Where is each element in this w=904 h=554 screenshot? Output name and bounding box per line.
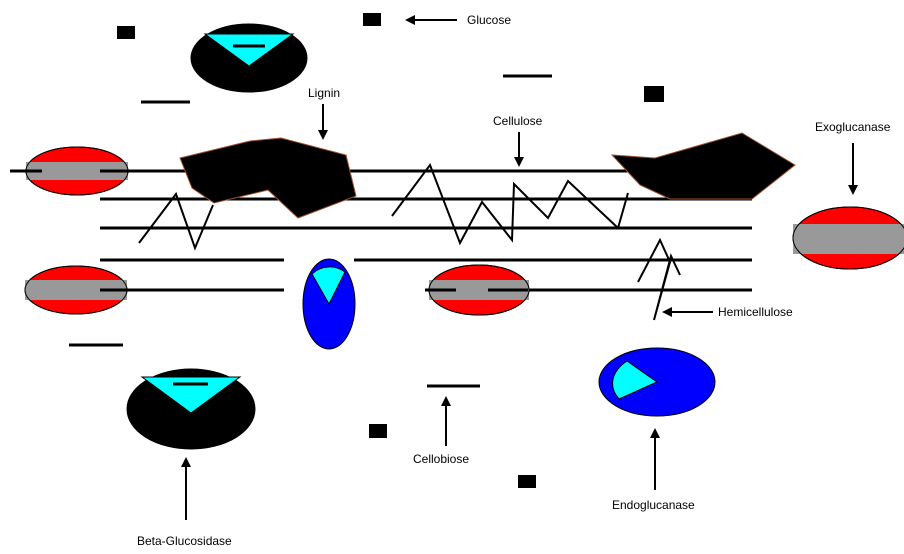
endoglucanase-label: Endoglucanase [612,498,695,512]
exoglucanase-label: Exoglucanase [815,120,891,134]
hemicellulose-label: Hemicellulose [718,305,793,319]
cellobiose-molecules [69,76,552,386]
glucose-square [363,13,381,26]
glucose-square [644,86,664,102]
hemicellulose-zigzag [638,240,680,320]
lignin-label: Lignin [308,86,340,100]
lignin-block [612,133,795,199]
glucose-square [117,26,135,39]
cellulose-label: Cellulose [493,114,543,128]
lignin-block [180,138,356,218]
glucose-square [369,424,387,438]
hemicellulose-zigzag [392,165,628,243]
endoglucanase-enzyme [599,348,715,416]
glucose-square [518,475,536,488]
exoglucanase-enzyme [425,265,529,315]
annotation-arrows [186,20,853,520]
glucose-label: Glucose [467,13,511,27]
cellobiose-label: Cellobiose [413,452,469,466]
beta-glucosidase-enzyme [191,24,307,92]
beta-glucosidase-enzyme [127,369,255,449]
exoglucanase-enzyme [25,266,130,314]
hemicellulose-zigzag [139,194,213,248]
beta-glucosidase-label: Beta-Glucosidase [137,534,232,548]
endoglucanase-enzyme [303,259,355,349]
fiber-strands [10,171,752,290]
exoglucanase-enzyme [793,207,904,269]
exoglucanase-enzyme [10,147,128,195]
